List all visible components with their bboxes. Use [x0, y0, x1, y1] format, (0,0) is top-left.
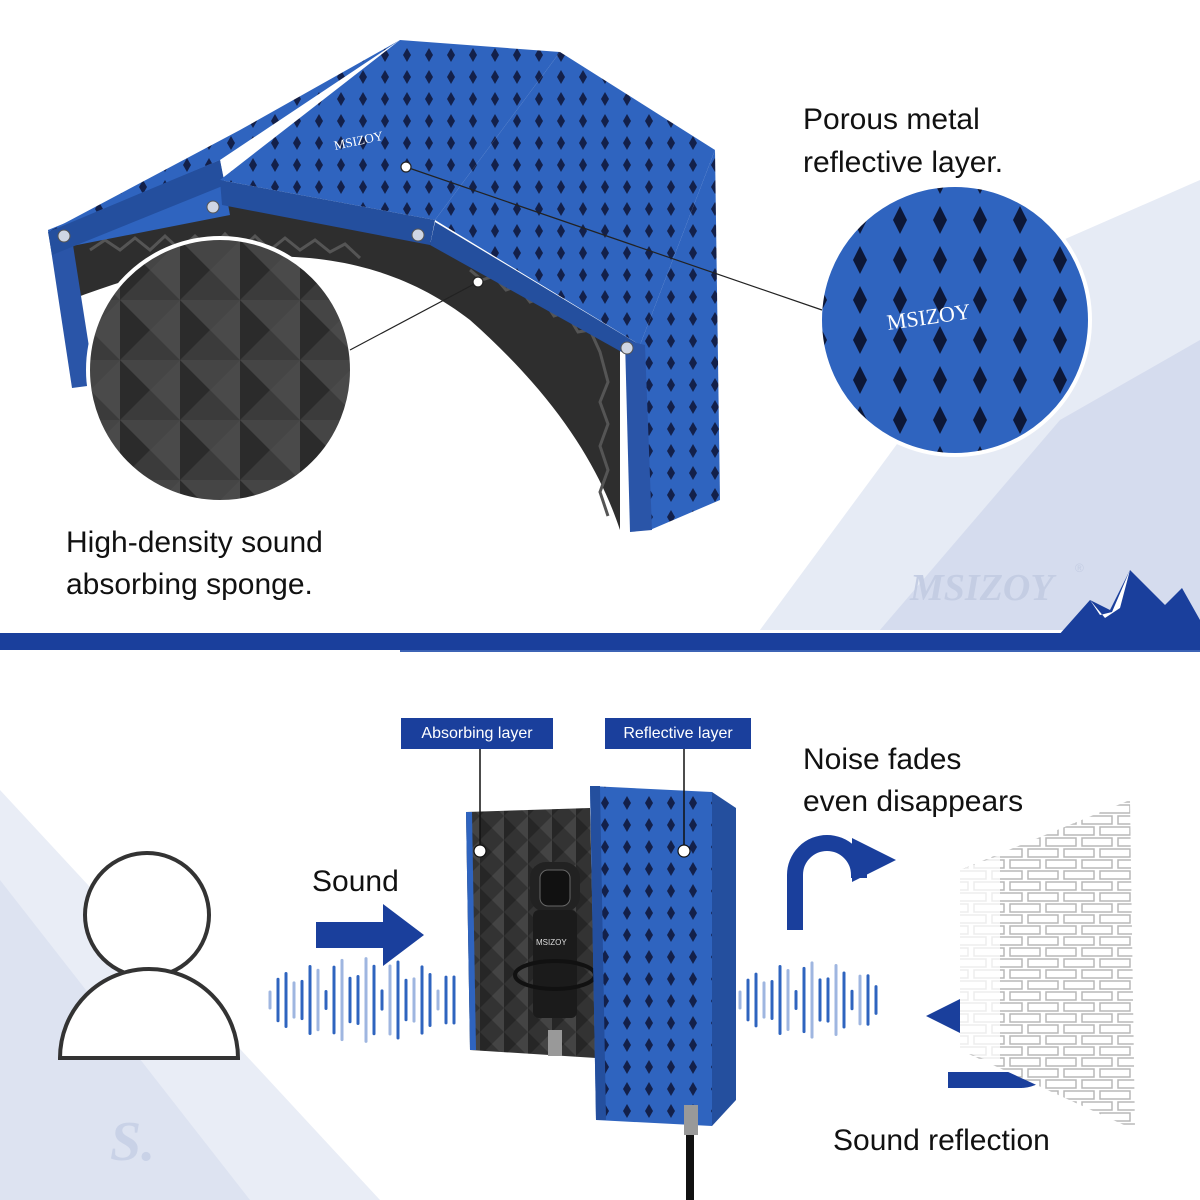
noise-caption: Noise fades even disappears [803, 739, 1073, 823]
u-turn-up-arrow-icon [787, 835, 896, 930]
absorbing-layer-pointer [473, 749, 487, 858]
person-icon [57, 851, 241, 1060]
brick-wall [960, 800, 1135, 1130]
sponge-line-2: absorbing sponge. [66, 568, 313, 601]
sponge-zoom-circle [86, 236, 484, 504]
svg-text:MSIZOY: MSIZOY [536, 938, 567, 947]
sound-wave-right [738, 961, 878, 1039]
section-divider [0, 633, 1200, 652]
watermark-logo-bottom: S. [110, 1111, 155, 1173]
porous-line-2: reflective layer. [803, 146, 1004, 179]
watermark-logo: MSIZOY [909, 567, 1057, 609]
sound-label: Sound [312, 865, 399, 898]
metal-zoom-circle: MSIZOY [400, 161, 1092, 457]
absorbing-layer-tag: Absorbing layer [401, 718, 553, 749]
sound-arrow-icon [316, 904, 424, 966]
sponge-caption: High-density sound absorbing sponge. [66, 522, 386, 606]
porous-line-1: Porous metal [803, 103, 980, 136]
sound-reflection-label: Sound reflection [833, 1124, 1050, 1157]
vocal-shield-product: MSIZOY [466, 786, 736, 1200]
noise-line-1: Noise fades [803, 743, 962, 776]
watermark-registered-mark: ® [1075, 561, 1084, 575]
sound-wave-left [268, 957, 456, 1043]
sponge-line-1: High-density sound [66, 526, 323, 559]
porous-metal-caption: Porous metal reflective layer. [803, 98, 1063, 184]
reflective-layer-tag: Reflective layer [605, 718, 751, 749]
noise-line-2: even disappears [803, 785, 1024, 818]
reflective-layer-pointer [677, 749, 691, 858]
